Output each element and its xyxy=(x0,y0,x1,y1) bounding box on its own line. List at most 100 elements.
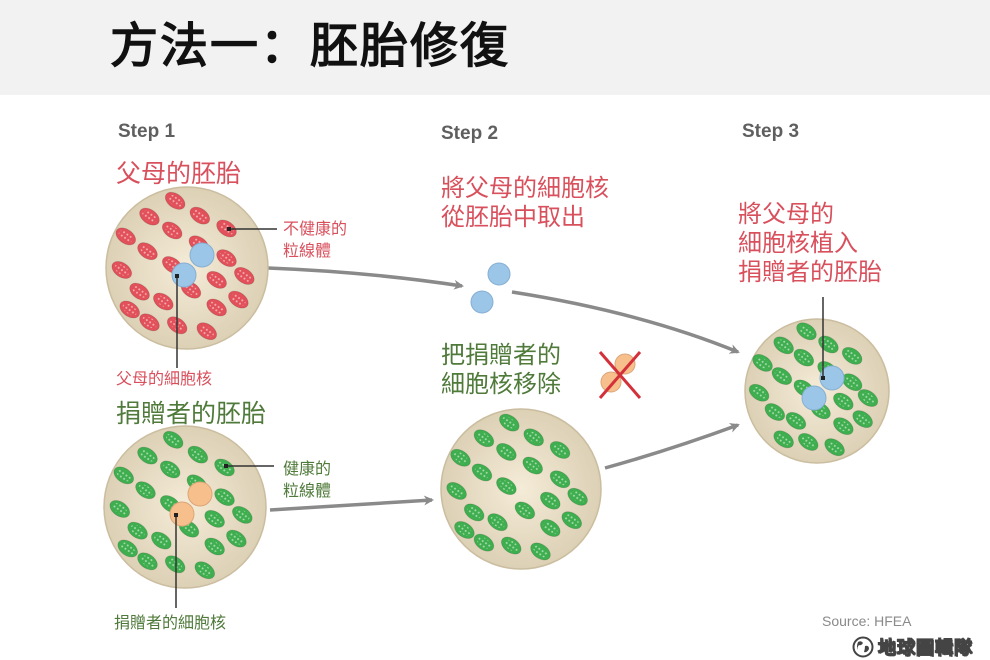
arrow-step2-nucleus-to-step3 xyxy=(511,290,740,354)
nucleus xyxy=(171,262,197,288)
parent-nucleus-label: 父母的細胞核 xyxy=(116,369,213,388)
mitochondrion-detail xyxy=(776,339,791,352)
remove-donor-nucleus-text: 把捐贈者的 細胞核移除 xyxy=(441,341,561,398)
step-1-label: Step 1 xyxy=(118,121,176,142)
mitochondrion-detail xyxy=(207,512,222,525)
mitochondrion-detail xyxy=(120,542,135,555)
mitochondrion-detail xyxy=(543,522,558,534)
mitochondrion-detail xyxy=(457,524,472,536)
mitochondrion-detail xyxy=(552,444,568,456)
reconstructed-embryo xyxy=(744,318,890,464)
mitochondrion-detail xyxy=(525,459,540,472)
mitochondrion-detail xyxy=(168,194,183,207)
mitochondrion-detail xyxy=(502,416,517,429)
mitochondrion-detail xyxy=(499,446,514,458)
donor-nucleus-label: 捐贈者的細胞核 xyxy=(114,613,227,632)
mitochondrion-detail xyxy=(533,545,548,558)
removed-donor-nucleus xyxy=(600,353,636,393)
mitochondrion-detail xyxy=(845,376,860,389)
donor-embryo-enucleated xyxy=(440,408,602,570)
globe-icon xyxy=(852,636,874,658)
cross-icon xyxy=(598,351,642,399)
extracted-parent-nucleus xyxy=(487,262,511,286)
page-title: 方法一：胚胎修復 xyxy=(110,18,511,74)
mitochondrion-detail xyxy=(192,209,207,222)
source-credit: Source: HFEA xyxy=(822,613,912,629)
unhealthy-mito-label: 不健康的 粒線體 xyxy=(283,219,348,260)
mitochondrion-detail xyxy=(855,413,870,425)
mitochondrion-detail xyxy=(767,406,782,418)
nucleus xyxy=(819,365,845,391)
mitochondrion-detail xyxy=(140,555,155,568)
mitochondrion-detail xyxy=(788,414,803,427)
mitochondrion-detail xyxy=(237,270,252,282)
mitochondrion-detail xyxy=(476,536,491,549)
mitochondrion-detail xyxy=(860,392,875,404)
mitochondrion-detail xyxy=(142,316,157,329)
mitochondrion-detail xyxy=(453,451,468,464)
mitochondrion-detail xyxy=(821,338,836,351)
mitochondrion-detail xyxy=(209,301,224,314)
donor-embryo xyxy=(103,425,267,589)
mitochondrion-detail xyxy=(845,349,860,362)
implant-text: 將父母的 細胞核植入 捐贈者的胚胎 xyxy=(738,200,882,286)
leader-parent-nucleus xyxy=(175,274,179,368)
step-3-label: Step 3 xyxy=(742,121,800,142)
leader-donor-nucleus xyxy=(174,513,178,608)
brand-watermark: 地球圖輯隊 xyxy=(852,634,973,660)
header-bar: 方法一：胚胎修復 xyxy=(0,0,990,95)
mitochondrion-detail xyxy=(235,509,250,521)
leader-implant xyxy=(821,297,825,380)
nucleus xyxy=(169,501,195,527)
mitochondrion-detail xyxy=(499,480,514,492)
mitochondrion-detail xyxy=(474,466,490,479)
mitochondrion-detail xyxy=(801,436,816,448)
mitochondrion-detail xyxy=(163,463,178,476)
mitochondrion-detail xyxy=(217,491,232,504)
mitochondrion-detail xyxy=(776,433,791,446)
nucleus xyxy=(187,481,213,507)
mitochondrion-detail xyxy=(122,303,137,316)
mitochondrion-detail xyxy=(140,245,155,258)
mitochondrion-detail xyxy=(168,558,183,571)
mitochondrion-detail xyxy=(116,469,131,482)
mitochondrion-detail xyxy=(112,503,127,515)
nucleus xyxy=(189,242,215,268)
nucleus xyxy=(801,385,827,411)
mitochondrion-detail xyxy=(166,433,181,446)
mitochondrion-detail xyxy=(154,534,169,547)
mitochondrion-detail xyxy=(517,504,532,517)
leader-unhealthy-mito xyxy=(227,227,277,231)
mitochondrion-detail xyxy=(209,273,224,286)
mitochondrion-detail xyxy=(130,524,145,537)
mitochondrion-detail xyxy=(476,432,491,445)
healthy-mito-label: 健康的 粒線體 xyxy=(283,459,332,500)
donor-embryo-title: 捐贈者的胚胎 xyxy=(116,399,267,428)
mitochondrion-detail xyxy=(504,539,519,552)
mitochondrion-detail xyxy=(118,230,133,243)
mitochondrion-detail xyxy=(796,351,811,364)
remove-parent-nucleus-text: 將父母的細胞核 從胚胎中取出 xyxy=(441,174,609,231)
mitochondrion-detail xyxy=(836,395,851,408)
mitochondrion-detail xyxy=(752,386,767,399)
step-2-label: Step 2 xyxy=(441,123,499,144)
mitochondrion-detail xyxy=(543,494,558,507)
mitochondrion-detail xyxy=(138,484,153,497)
extracted-parent-nucleus xyxy=(470,290,494,314)
arrow-step1-donor-to-step2 xyxy=(269,495,434,512)
mitochondrion-detail xyxy=(836,420,851,433)
mitochondrion-detail xyxy=(140,449,155,462)
mitochondrion-detail xyxy=(827,441,842,454)
mitochondrion-detail xyxy=(199,325,214,338)
mitochondrion-detail xyxy=(165,224,180,237)
mitochondrion-detail xyxy=(219,222,234,235)
arrow-step1-parent-to-step2 xyxy=(267,266,464,290)
mitochondrion-detail xyxy=(197,564,212,577)
mitochondrion-detail xyxy=(132,285,147,298)
mitochondrion-detail xyxy=(564,514,579,527)
mitochondrion-detail xyxy=(552,473,568,486)
mitochondrion-detail xyxy=(755,357,770,369)
mitochondrion-detail xyxy=(490,516,505,529)
mitochondrion-detail xyxy=(774,370,789,382)
